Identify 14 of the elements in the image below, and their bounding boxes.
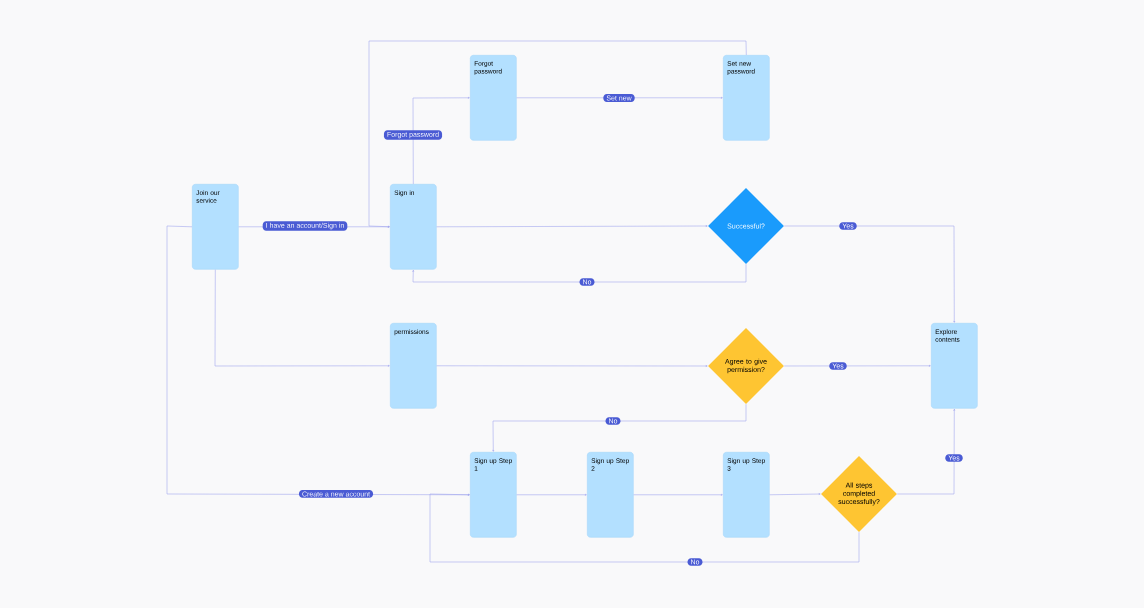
connector-arrow xyxy=(436,225,708,228)
connector-arrow xyxy=(412,263,747,283)
connector-arrow xyxy=(769,493,821,496)
connector-arrow xyxy=(429,493,860,563)
connector-arrow xyxy=(516,493,587,496)
connector-arrow xyxy=(214,269,390,367)
connector-arrow xyxy=(783,225,956,323)
connector-arrow xyxy=(896,408,956,495)
connector-arrow xyxy=(492,403,747,452)
connector-arrow xyxy=(783,364,931,367)
connector-arrow xyxy=(633,493,723,496)
connector-arrow xyxy=(368,40,747,228)
connector-arrow xyxy=(412,96,470,185)
connector-arrow xyxy=(436,365,708,367)
